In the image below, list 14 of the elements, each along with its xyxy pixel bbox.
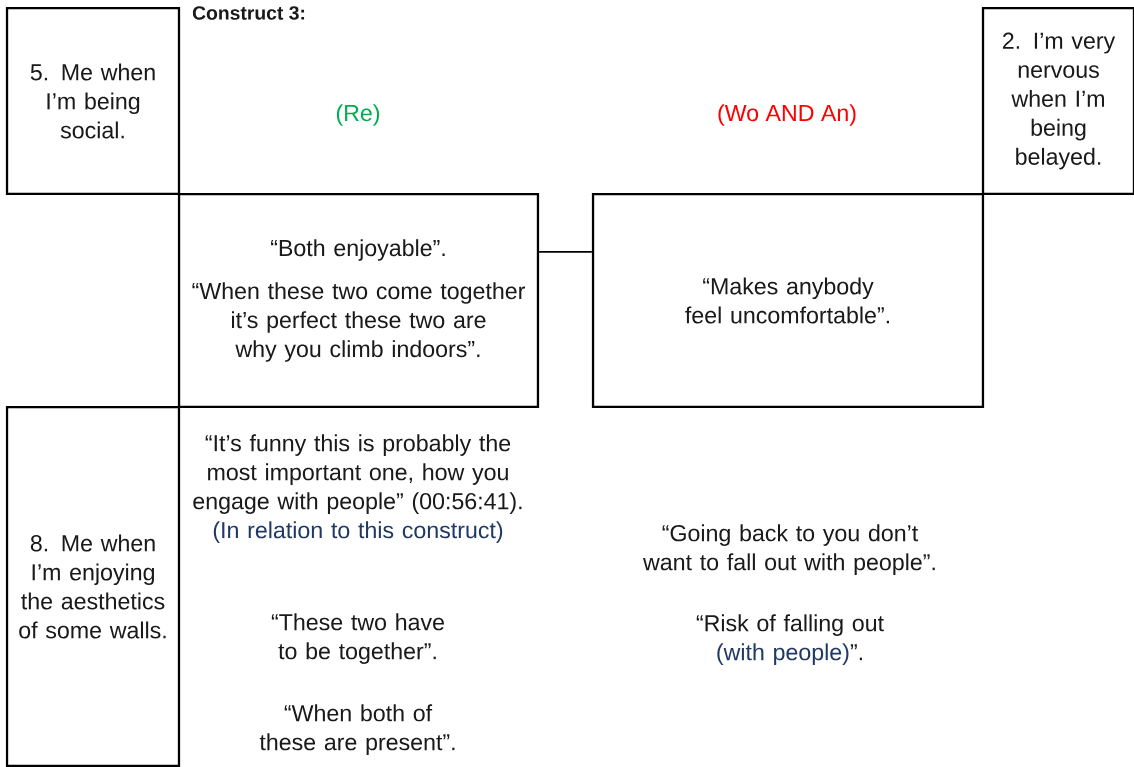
quote-text: “Going back to you don’t want to fall out with people”. xyxy=(643,524,935,575)
connector-line xyxy=(538,251,593,253)
text-box: 8. Me when I’m enjoying the aesthetics of some walls. xyxy=(5,405,181,767)
quote-text: “These two have to be together”. xyxy=(271,613,444,664)
text-box: “Both enjoyable”. “When these two come together it’s perfect these two are why you climb indoors”. xyxy=(177,192,540,409)
category-label: (Re) xyxy=(336,104,380,126)
quote-text: “It’s funny this is probably the most important one, how you engage with people” (00:56:41). (In relation to this construct) xyxy=(193,434,522,543)
quote-text: “Risk of falling out (with people)”. xyxy=(696,614,884,665)
quote-text: “When both of these are present”. xyxy=(259,704,455,755)
text-box: 2. I’m very nervous when I’m being belayed. xyxy=(981,6,1134,196)
category-label: (Wo AND An) xyxy=(718,104,856,126)
text-box: “Makes anybody feel uncomfortable”. xyxy=(591,192,985,409)
text-box: 5. Me when I’m being social. xyxy=(5,6,181,196)
heading: Construct 3: xyxy=(192,6,305,20)
